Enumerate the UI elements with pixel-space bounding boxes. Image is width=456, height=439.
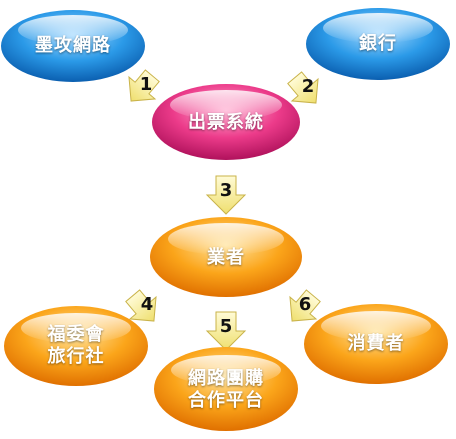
arrow-1 — [128, 69, 160, 102]
node-bank-label: 銀行 — [359, 33, 397, 54]
step-3-label: 3 — [219, 180, 233, 201]
node-mogong-label: 墨攻網路 — [35, 35, 111, 56]
arrow-5 — [205, 311, 247, 351]
node-ticketing-label: 出票系統 — [188, 112, 264, 133]
node-welfare-label: 福委會 旅行社 — [47, 324, 105, 367]
node-groupbuy-label: 網路團購 合作平台 — [188, 368, 264, 411]
node-welfare — [4, 306, 148, 386]
node-consumer-label: 消費者 — [347, 333, 405, 354]
arrow-6 — [289, 289, 321, 322]
node-vendor-label: 業者 — [207, 247, 245, 268]
node-groupbuy — [154, 347, 298, 431]
step-5-label: 5 — [219, 316, 233, 337]
node-ticketing — [152, 84, 300, 160]
arrow-4 — [125, 289, 157, 322]
step-4-label: 4 — [140, 294, 154, 315]
arrow-3 — [205, 175, 247, 215]
step-1-label: 1 — [139, 74, 153, 95]
node-vendor — [150, 217, 302, 297]
step-6-label: 6 — [298, 294, 312, 315]
node-consumer — [304, 304, 448, 384]
arrow-2 — [287, 71, 319, 104]
node-mogong — [1, 10, 145, 82]
step-2-label: 2 — [301, 76, 315, 97]
node-bank — [306, 8, 450, 80]
